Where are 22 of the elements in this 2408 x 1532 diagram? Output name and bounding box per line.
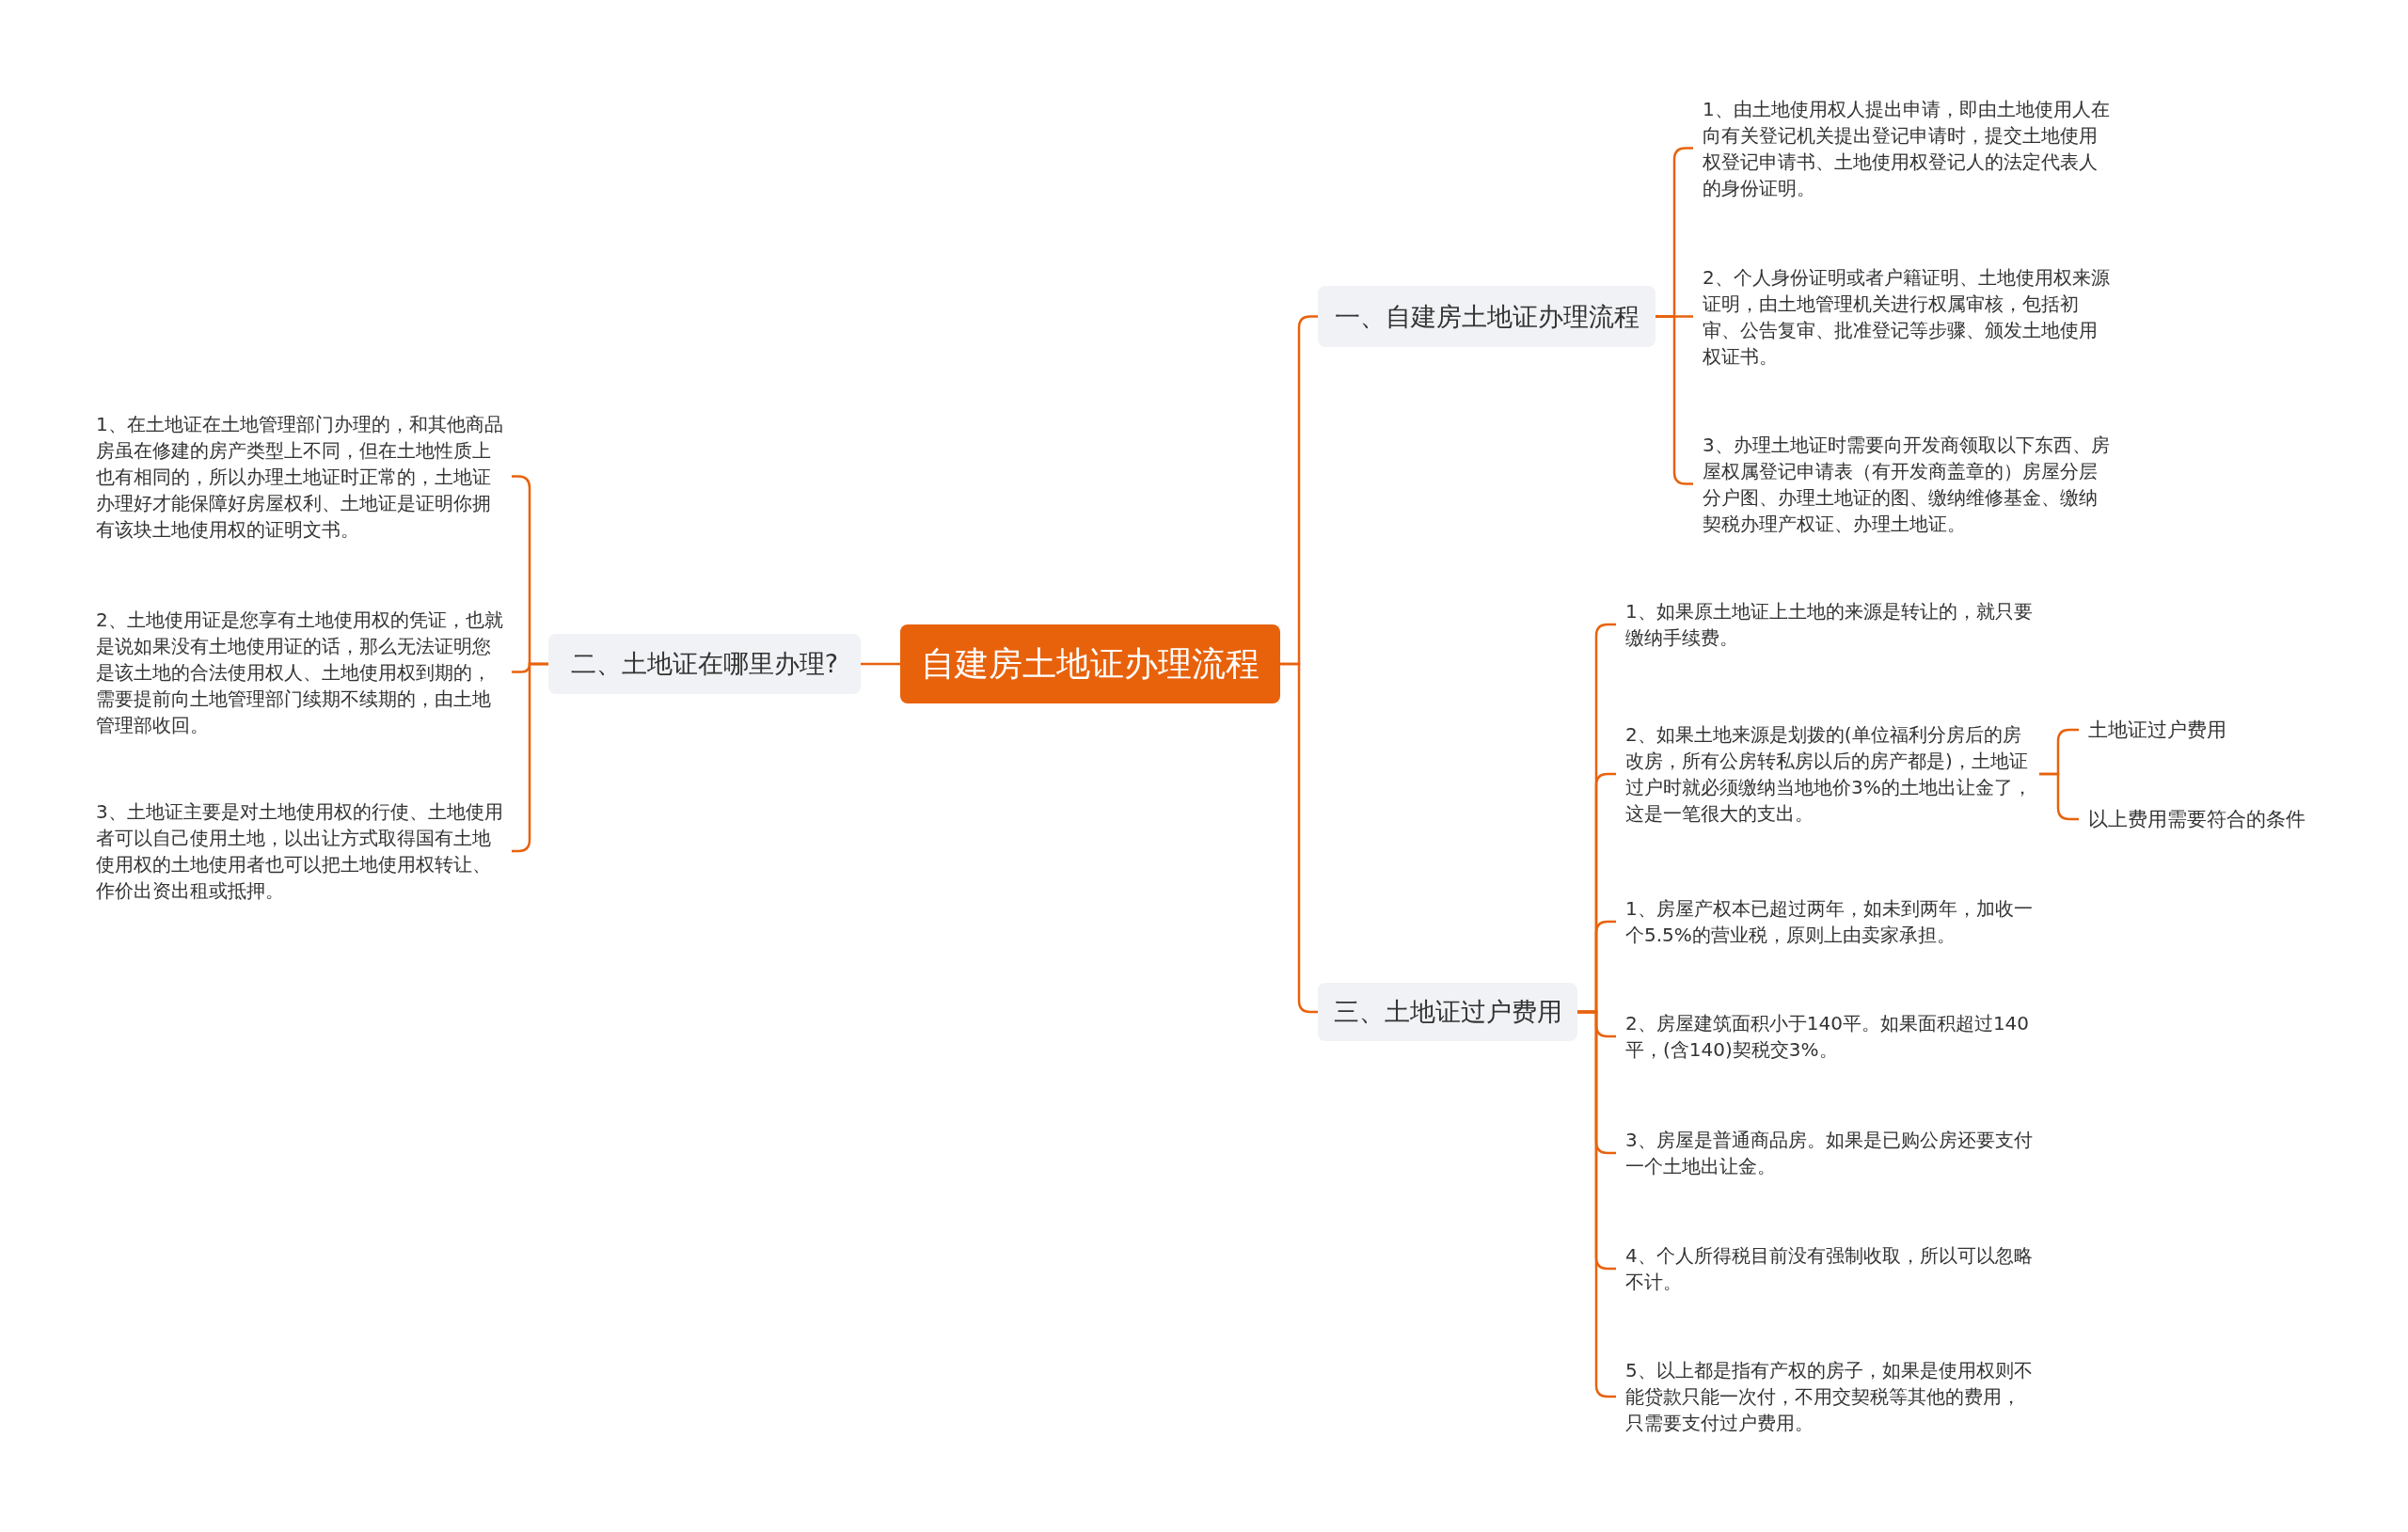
- topic-box: 三、土地证过户费用: [1318, 983, 1577, 1041]
- note-text: 3、办理土地证时需要向开发商领取以下东西、房屋权属登记申请表（有开发商盖章的）房屋分层分户图、办理土地证的图、缴纳维修基金、缴纳契税办理产权证、办理土地证。: [1693, 430, 2116, 538]
- note-text: 2、如果土地来源是划拨的(单位福利分房后的房改房，所有公房转私房以后的房产都是)，土地证过户时就必须缴纳当地地价3%的土地出让金了，这是一笔很大的支出。: [1616, 719, 2039, 829]
- note-text: 1、如果原土地证上土地的来源是转让的，就只要缴纳手续费。: [1616, 596, 2039, 653]
- central-topic-box: 自建房土地证办理流程: [900, 624, 1280, 703]
- note-text: 5、以上都是指有产权的房子，如果是使用权则不能贷款只能一次付，不用交契税等其他的费用，只需要支付过户费用。: [1616, 1355, 2039, 1438]
- note-text: 3、房屋是普通商品房。如果是已购公房还要支付一个土地出让金。: [1616, 1125, 2039, 1181]
- subtopic-text: 以上费用需要符合的条件: [2079, 804, 2361, 834]
- note-text: 3、土地证主要是对土地使用权的行使、土地使用者可以自己使用土地，以出让方式取得国有土地使用权的土地使用者也可以把土地使用权转让、作价出资出租或抵押。: [87, 796, 512, 907]
- note-text: 2、土地使用证是您享有土地使用权的凭证，也就是说如果没有土地使用证的话，那么无法证明您是该土地的合法使用权人、土地使用权到期的，需要提前向土地管理部门续期不续期的，由土地管理部收回。: [87, 604, 512, 740]
- topic-box: 二、土地证在哪里办理?: [548, 634, 861, 694]
- note-text: 1、房屋产权本已超过两年，如未到两年，加收一个5.5%的营业税，原则上由卖家承担。: [1616, 893, 2039, 950]
- connector-line: [2039, 772, 2079, 821]
- subtopic-text: 土地证过户费用: [2079, 715, 2314, 745]
- topic-box: 一、自建房土地证办理流程: [1318, 286, 1656, 347]
- note-text: 2、个人身份证明或者户籍证明、土地使用权来源证明，由土地管理机关进行权属审核，包括初审、公告复审、批准登记等步骤、颁发土地使用权证书。: [1693, 262, 2116, 371]
- note-text: 4、个人所得税目前没有强制收取，所以可以忽略不计。: [1616, 1240, 2039, 1297]
- note-text: 1、由土地使用权人提出申请，即由土地使用人在向有关登记机关提出登记申请时，提交土地使用权登记申请书、土地使用权登记人的法定代表人的身份证明。: [1693, 94, 2116, 202]
- note-text: 1、在土地证在土地管理部门办理的，和其他商品房虽在修建的房产类型上不同，但在土地性质上也有相同的，所以办理土地证时正常的，土地证办理好才能保障好房屋权利、土地证是证明你拥有该块土地使用权的证明文书。: [87, 408, 512, 545]
- connector-line: [861, 662, 900, 666]
- connector-line: [1280, 662, 1318, 1014]
- note-text: 2、房屋建筑面积小于140平。如果面积超过140平，(含140)契税交3%。: [1616, 1008, 2039, 1065]
